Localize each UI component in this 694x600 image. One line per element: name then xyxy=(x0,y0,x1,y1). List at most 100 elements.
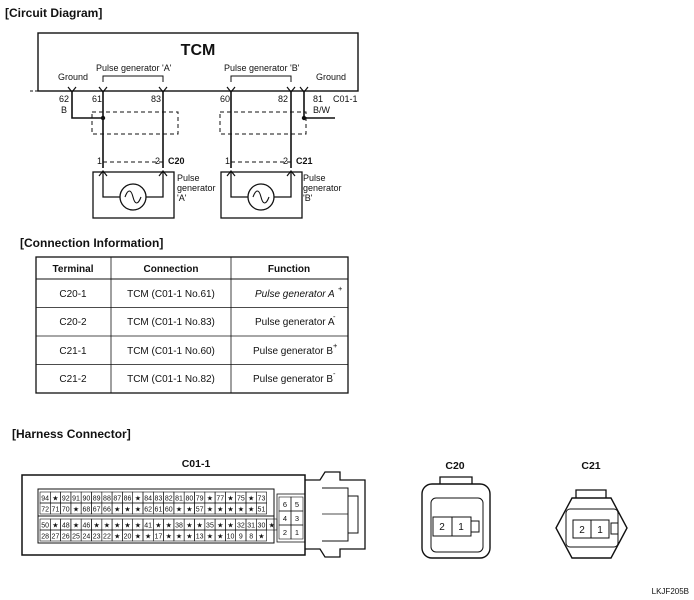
c01-pin-label: ★ xyxy=(217,521,223,529)
c01-pin-label: 73 xyxy=(258,495,266,502)
c01-pin-label: ★ xyxy=(155,521,161,529)
c01-pin-label: 89 xyxy=(93,495,101,502)
c20-title: C20 xyxy=(445,460,464,472)
c01-pin-label: 77 xyxy=(216,495,224,502)
c01-pin-label: 71 xyxy=(52,506,60,513)
c01-pin-label: ★ xyxy=(227,494,233,502)
pin-61-label: 61 xyxy=(92,94,102,104)
c01-pin-label: 70 xyxy=(62,506,70,513)
table-cell-connection: TCM (C01-1 No.60) xyxy=(127,346,215,357)
c01-pin-label: 88 xyxy=(103,495,111,502)
c20-pin1-label: 1 xyxy=(97,156,102,166)
c01-pin-label: 38 xyxy=(175,522,183,529)
c01-pin-label: ★ xyxy=(166,532,172,540)
c01-pin-label: 92 xyxy=(62,495,70,502)
table-header-connection: Connection xyxy=(144,264,199,275)
c01-pin-label: 28 xyxy=(41,533,49,540)
c01-pin-label: 82 xyxy=(165,495,173,502)
shield-a xyxy=(91,111,179,135)
c01-side-pin-label: 3 xyxy=(295,514,299,523)
connection-info-heading: [Connection Information] xyxy=(20,236,163,250)
c01-pin-label: 68 xyxy=(82,506,90,513)
pg-b-label-1: Pulse xyxy=(303,173,326,183)
c01-pin-label: 35 xyxy=(206,522,214,529)
pg-a-label-3: 'A' xyxy=(177,193,187,203)
c01-pin-label: 9 xyxy=(239,533,243,540)
pulse-generator-b-header: Pulse generator 'B' xyxy=(224,63,300,73)
table-cell-connection: TCM (C01-1 No.61) xyxy=(127,289,215,300)
c01-pin-label: ★ xyxy=(197,521,203,529)
c01-pin-label: 83 xyxy=(155,495,163,502)
tcm-box xyxy=(37,32,359,92)
c01-pin-label: 41 xyxy=(144,522,152,529)
pulse-generator-b: Pulse generator 'B' xyxy=(220,171,342,219)
c01-pin-label: 61 xyxy=(155,506,163,513)
c21-connector: 2 1 xyxy=(555,489,628,559)
sine-source-icon xyxy=(119,183,147,211)
c01-side-pin-label: 1 xyxy=(295,528,299,537)
c01-pin-label: ★ xyxy=(124,521,130,529)
c01-pin-cell xyxy=(255,502,267,515)
shield-b xyxy=(219,111,307,135)
ground-left-label: Ground xyxy=(58,72,88,82)
c01-pin-label: ★ xyxy=(186,521,192,529)
c01-pin-label: 50 xyxy=(41,522,49,529)
wire-color-bw-label: B/W xyxy=(313,105,331,115)
c01-pin-label: 86 xyxy=(124,495,132,502)
c01-pin-label: ★ xyxy=(145,532,151,540)
c01-pin-label: ★ xyxy=(176,505,182,513)
table-cell-function: Pulse generator A xyxy=(255,317,335,328)
c20-pin2-label: 2 xyxy=(155,156,160,166)
c01-pin-label: 72 xyxy=(41,506,49,513)
harness-connector-heading: [Harness Connector] xyxy=(12,427,131,441)
c01-pin-label: 91 xyxy=(72,495,80,502)
c01-pin-label: 27 xyxy=(52,533,60,540)
pg-b-label-2: generator xyxy=(303,183,342,193)
pulse-generator-a: Pulse generator 'A' xyxy=(92,171,216,219)
c01-pin-label: ★ xyxy=(207,505,213,513)
c01-pin-label: 22 xyxy=(103,533,111,540)
pg-a-label-2: generator xyxy=(177,183,216,193)
table-cell-terminal: C20-1 xyxy=(59,289,87,300)
c01-pin-label: 51 xyxy=(258,506,266,513)
c20-pin-2: 2 xyxy=(439,522,445,533)
c01-pin-label: ★ xyxy=(52,494,58,502)
c01-pin-label: ★ xyxy=(186,505,192,513)
c01-pin-label: ★ xyxy=(114,532,120,540)
c01-pin-label: ★ xyxy=(135,505,141,513)
pin-81-label: 81 xyxy=(313,94,323,104)
c01-pin-label: ★ xyxy=(186,532,192,540)
c01-pin-label: 84 xyxy=(144,495,152,502)
c01-pin-label: ★ xyxy=(217,532,223,540)
c01-pin-label: ★ xyxy=(135,521,141,529)
c01-pin-label: 48 xyxy=(62,522,70,529)
table-header-function: Function xyxy=(268,264,310,275)
table-cell-connection: TCM (C01-1 No.83) xyxy=(127,317,215,328)
c01-pin-label: ★ xyxy=(248,494,254,502)
c01-pin-label: 90 xyxy=(82,495,90,502)
c01-pin-cell xyxy=(255,529,267,542)
c01-pin-label: 57 xyxy=(196,506,204,513)
c01-pin-label: 75 xyxy=(237,495,245,502)
c01-pin-label: 20 xyxy=(124,533,132,540)
c01-pin-label: 87 xyxy=(113,495,121,502)
c01-pin-label: 80 xyxy=(185,495,193,502)
c01-side-pin-label: 5 xyxy=(295,500,299,509)
c01-pin-label: ★ xyxy=(52,521,58,529)
c01-pin-label: ★ xyxy=(227,505,233,513)
c01-pin-label: ★ xyxy=(238,505,244,513)
sine-source-icon xyxy=(247,183,275,211)
c21-pin-1: 1 xyxy=(597,525,603,536)
c01-pin-label: ★ xyxy=(217,505,223,513)
c01-pin-label: ★ xyxy=(207,494,213,502)
c01-1-title: C01-1 xyxy=(182,458,211,470)
pin-60-label: 60 xyxy=(220,94,230,104)
c21-pin-2: 2 xyxy=(579,525,585,536)
c01-pin-label: ★ xyxy=(269,521,275,529)
c01-pin-label: 13 xyxy=(196,533,204,540)
c01-pin-label: ★ xyxy=(104,521,110,529)
c01-pin-label: 17 xyxy=(155,533,163,540)
pulse-generator-a-header: Pulse generator 'A' xyxy=(96,63,172,73)
